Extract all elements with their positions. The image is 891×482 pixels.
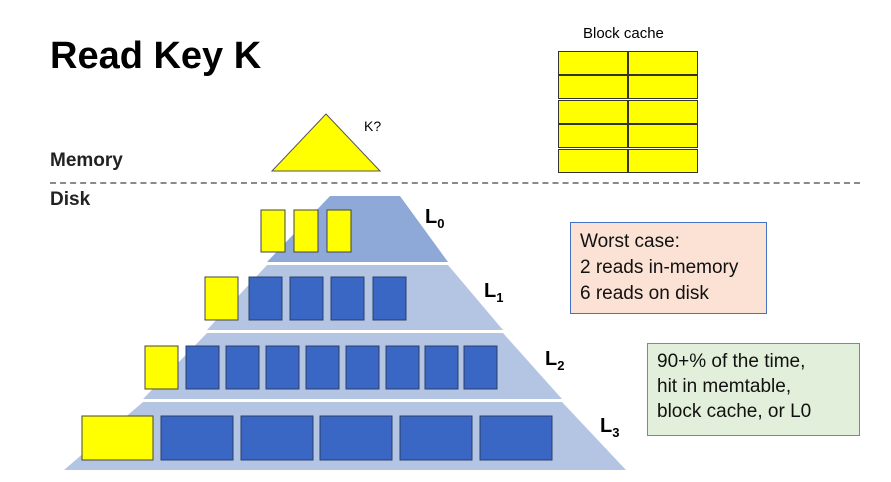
- disk-block: [463, 345, 498, 390]
- disk-block: [185, 345, 220, 390]
- level-label-3: L3: [600, 415, 620, 440]
- hit-rate-line: block cache, or L0: [657, 401, 812, 422]
- disk-block: [160, 415, 234, 461]
- disk-label: Disk: [50, 189, 91, 210]
- cached-block: [204, 276, 239, 321]
- cache-block: [628, 51, 698, 75]
- cache-block: [628, 75, 698, 100]
- cached-block: [144, 345, 179, 390]
- hit-rate-line: 90+% of the time,: [657, 351, 806, 372]
- disk-block: [248, 276, 283, 321]
- worst-case-line: 2 reads in-memory: [580, 257, 739, 278]
- disk-block: [385, 345, 420, 390]
- disk-block: [330, 276, 365, 321]
- disk-block: [265, 345, 300, 390]
- disk-block: [424, 345, 459, 390]
- level-label-1: L1: [484, 280, 504, 305]
- key-query-label: K?: [364, 118, 382, 134]
- slide-title: Read Key K: [50, 35, 262, 77]
- block-cache-label: Block cache: [583, 25, 664, 42]
- memory-disk-divider: [50, 182, 860, 184]
- disk-block: [479, 415, 553, 461]
- cached-block: [326, 209, 352, 253]
- worst-case-line: 6 reads on disk: [580, 283, 709, 304]
- cache-block: [628, 99, 698, 124]
- disk-block: [319, 415, 393, 461]
- cache-block: [558, 51, 628, 75]
- cache-block: [558, 99, 628, 124]
- cached-block: [81, 415, 154, 461]
- worst-case-line: Worst case:: [580, 231, 680, 252]
- hit-rate-line: hit in memtable,: [657, 376, 792, 397]
- cache-block: [558, 75, 628, 100]
- disk-block: [240, 415, 314, 461]
- disk-block: [345, 345, 380, 390]
- memory-label: Memory: [50, 150, 123, 171]
- cache-block: [558, 148, 628, 173]
- cache-block: [628, 124, 698, 149]
- cached-block: [293, 209, 319, 253]
- cached-block: [260, 209, 286, 253]
- level-label-0: L0: [425, 206, 445, 231]
- disk-block: [225, 345, 260, 390]
- cache-block: [628, 148, 698, 173]
- cache-block: [558, 124, 628, 149]
- hit-rate-note: 90+% of the time, hit in memtable, block…: [647, 343, 860, 436]
- block-cache-grid: [558, 51, 699, 173]
- memtable-triangle: [270, 113, 382, 172]
- worst-case-note: Worst case: 2 reads in-memory 6 reads on…: [570, 222, 767, 314]
- disk-block: [399, 415, 473, 461]
- disk-block: [289, 276, 324, 321]
- disk-block: [372, 276, 407, 321]
- disk-block: [305, 345, 340, 390]
- level-label-2: L2: [545, 348, 565, 373]
